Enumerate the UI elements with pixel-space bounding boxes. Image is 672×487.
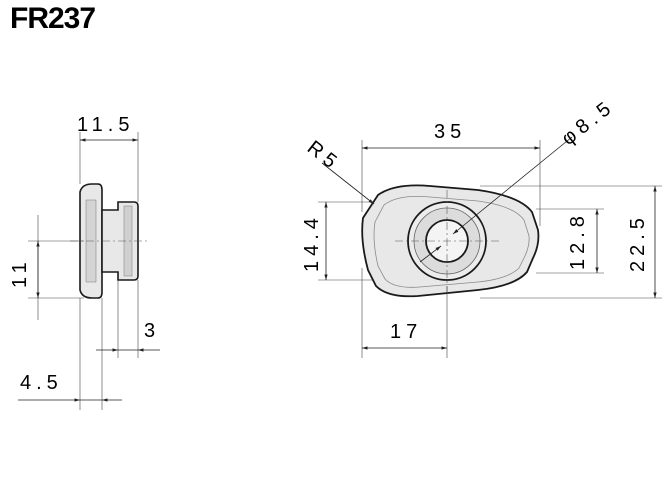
dim-total-width: 11.5 (77, 114, 134, 136)
leader-hole (452, 136, 573, 235)
dim-offset: 17 (390, 321, 422, 343)
dim-total-height: 22.5 (627, 213, 649, 272)
dim-boss-width: 3 (144, 320, 160, 342)
leader-r5 (321, 162, 375, 205)
side-view: 11.5 11 3 4.5 (9, 114, 160, 410)
dim-left-height: 14.4 (301, 213, 323, 272)
front-plate-inner-edge (373, 195, 530, 288)
dim-inner-height: 12.8 (567, 211, 589, 270)
dim-hole-diameter: φ8.5 (558, 95, 619, 150)
dim-flange-thickness: 4.5 (20, 372, 63, 394)
front-view: R5 φ8.5 35 14.4 17 12.8 22.5 (301, 95, 662, 358)
dim-length: 35 (434, 121, 466, 143)
dim-radius: R5 (303, 137, 345, 176)
dim-height: 11 (9, 257, 31, 288)
model-code-title: FR237 (10, 2, 96, 35)
